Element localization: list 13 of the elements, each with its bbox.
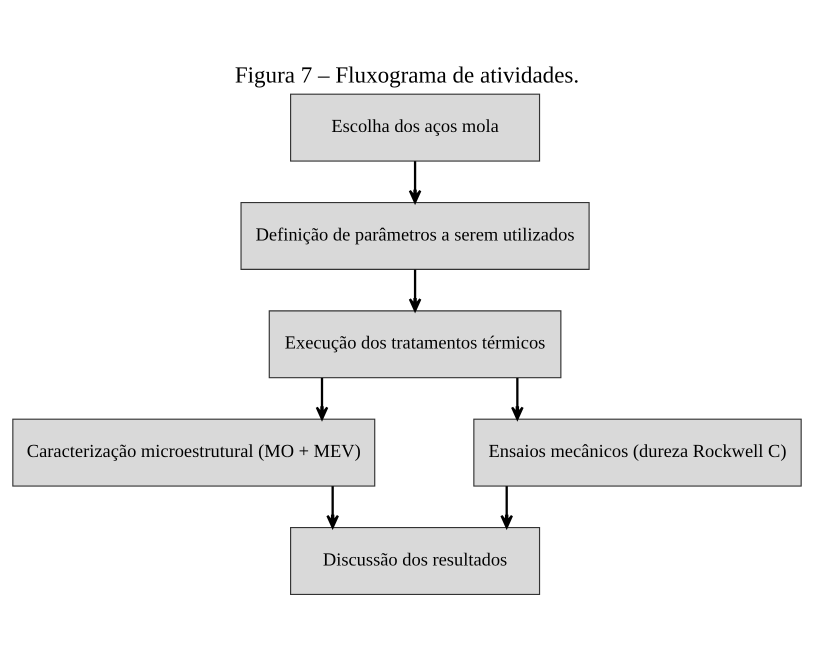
diagram-title: Figura 7 – Fluxograma de atividades. xyxy=(234,62,580,88)
node-box: Execução dos tratamentos térmicos xyxy=(268,310,562,378)
arrow xyxy=(500,486,514,528)
node-box: Discussão dos resultados xyxy=(290,526,540,595)
arrow xyxy=(511,378,524,420)
arrow xyxy=(316,378,328,420)
arrow xyxy=(408,270,422,312)
arrow xyxy=(326,486,339,528)
node-box: Caracterização microestrutural (MO + MEV) xyxy=(12,418,376,487)
node-box: Ensaios mecânicos (dureza Rockwell C) xyxy=(473,418,802,487)
node-box: Escolha dos aços mola xyxy=(290,94,540,162)
node-box: Definição de parâmetros a serem utilizados xyxy=(240,202,590,270)
arrow xyxy=(408,161,422,204)
